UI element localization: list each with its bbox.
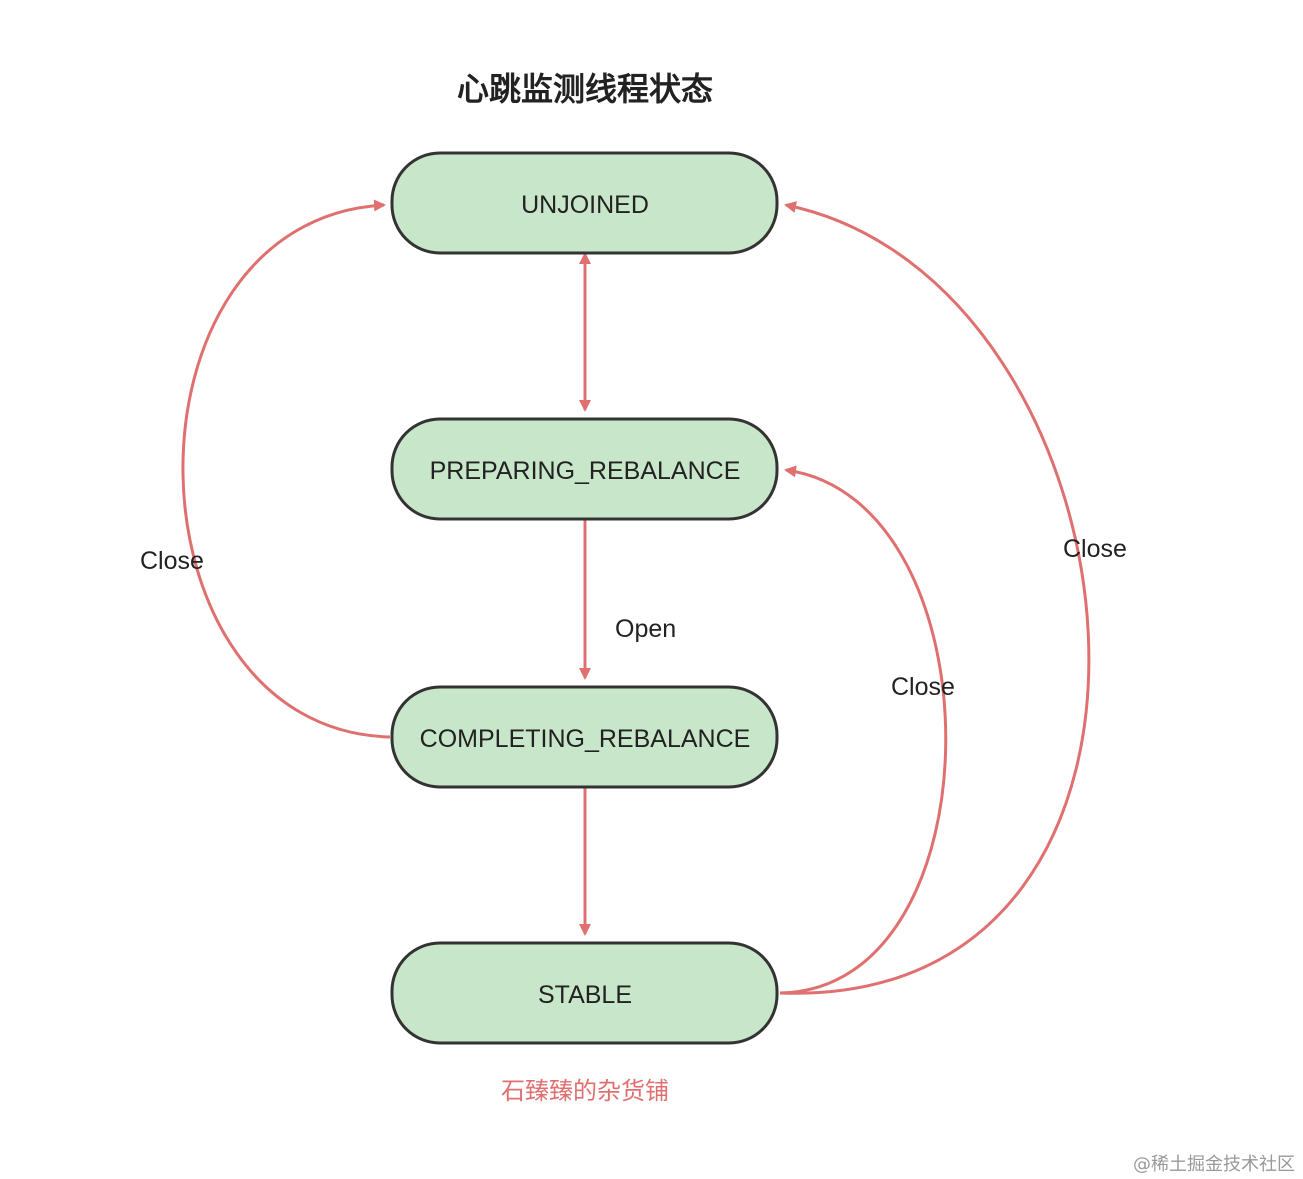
node-preparing-rebalance: PREPARING_REBALANCE	[390, 417, 779, 521]
diagram-title: 心跳监测线程状态	[457, 70, 713, 108]
node-completing-rebalance-label: COMPLETING_REBALANCE	[420, 725, 751, 753]
edge-stable-preparing-close	[779, 465, 948, 995]
node-preparing-rebalance-label: PREPARING_REBALANCE	[430, 457, 741, 485]
edge-label-close-left: Close	[140, 547, 204, 575]
node-stable-label: STABLE	[538, 981, 632, 1009]
node-stable: STABLE	[390, 941, 779, 1045]
edge-label-close-right-inner: Close	[891, 673, 955, 701]
edge-stable-unjoined-close	[779, 201, 1091, 995]
footer-caption: 石臻臻的杂货铺	[501, 1077, 669, 1105]
edge-label-open: Open	[615, 615, 676, 643]
edge-completing-unjoined-close	[181, 199, 391, 739]
node-completing-rebalance: COMPLETING_REBALANCE	[390, 685, 779, 789]
watermark: @稀土掘金技术社区	[1133, 1154, 1295, 1175]
edge-label-close-right-outer: Close	[1063, 535, 1127, 563]
node-unjoined: UNJOINED	[390, 151, 779, 255]
node-unjoined-label: UNJOINED	[521, 191, 649, 219]
